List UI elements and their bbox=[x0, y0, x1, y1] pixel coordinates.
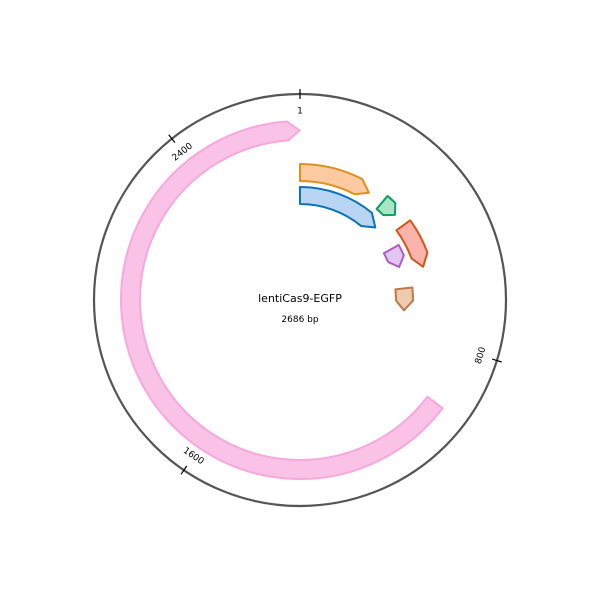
blue-feature bbox=[299, 186, 377, 229]
pink-feature bbox=[120, 120, 444, 481]
tick-mark-1600 bbox=[180, 465, 188, 475]
tan-feature bbox=[394, 286, 415, 312]
tick-mark-800 bbox=[491, 358, 502, 363]
plasmid-name: lentiCas9-EGFP bbox=[258, 292, 342, 305]
tick-label-1: 1 bbox=[297, 107, 303, 117]
tick-mark-2400 bbox=[168, 134, 176, 143]
purple-feature bbox=[382, 243, 405, 268]
red-feature bbox=[395, 219, 429, 268]
orange-feature bbox=[299, 163, 370, 196]
tick-label-800: 800 bbox=[474, 346, 489, 366]
plasmid-size: 2686 bp bbox=[281, 315, 318, 325]
features-layer bbox=[120, 120, 444, 481]
green-feature bbox=[375, 194, 397, 217]
